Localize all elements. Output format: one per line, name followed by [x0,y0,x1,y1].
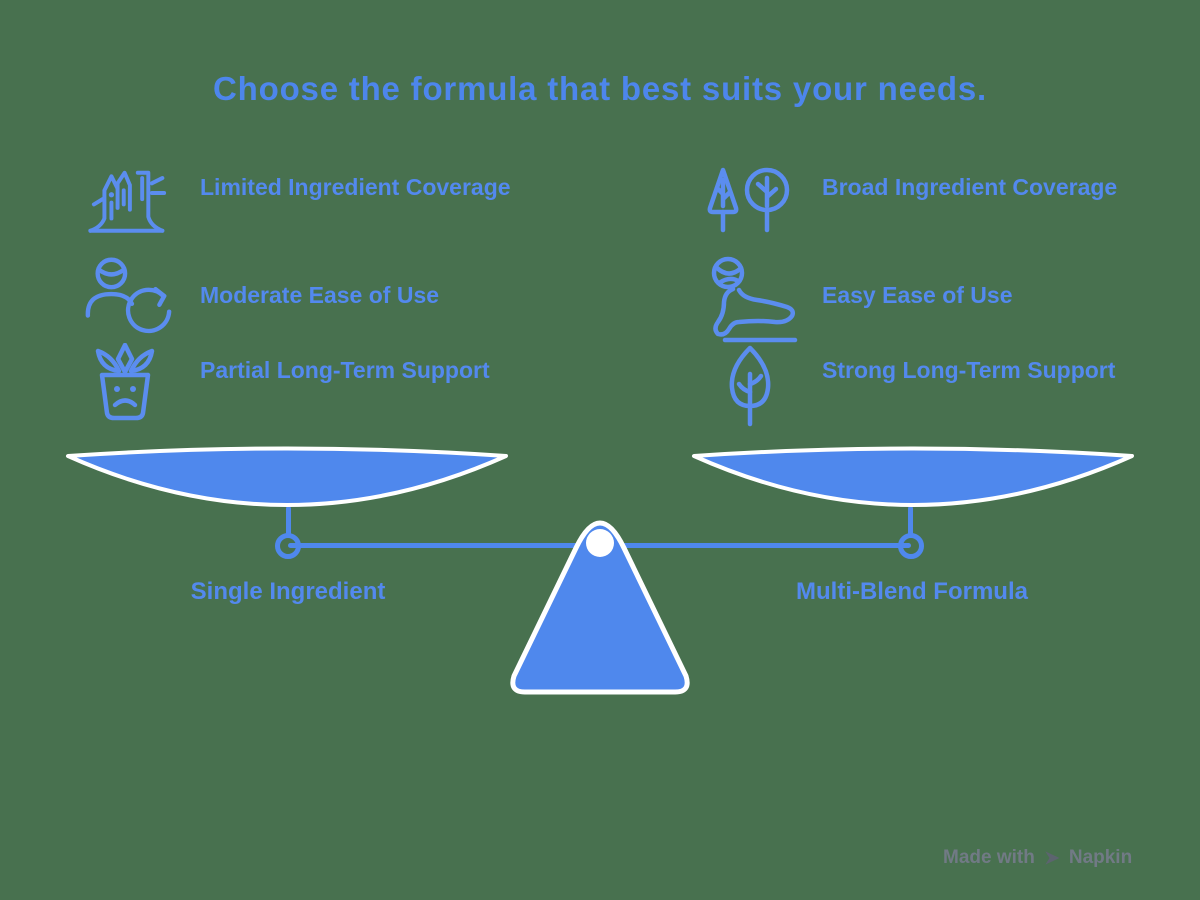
feature-text-easy-ease-of-use: Easy Ease of Use [822,282,1013,308]
feature-text-strong-long-term-support: Strong Long-Term Support [822,357,1116,383]
right-scale-pan [692,446,1134,507]
napkin-logo-icon [1045,851,1060,865]
page-title: Choose the formula that best suits your … [213,70,987,107]
feature-text-broad-ingredient-coverage: Broad Ingredient Coverage [822,174,1118,200]
left-pan-stem [286,506,291,536]
left-pan-label: Single Ingredient [190,578,386,605]
scale-fulcrum [510,520,690,695]
person-refresh-icon [82,254,176,336]
watermark: Made with Napkin [943,847,1132,869]
feature-text-limited-ingredient-coverage: Limited Ingredient Coverage [200,174,511,200]
left-scale-pan [66,446,508,507]
right-pan-stem [908,506,913,536]
pine-and-round-trees-icon [703,166,795,236]
tree-stump-icon [82,164,176,236]
watermark-brand: Napkin [1068,847,1133,868]
left-pivot-ring [275,533,301,559]
right-pivot-ring [898,533,924,559]
watermark-prefix: Made with [943,847,1035,868]
seal-balancing-ball-icon [695,256,805,344]
leaf-icon [718,344,782,428]
feature-text-moderate-ease-of-use: Moderate Ease of Use [200,282,440,308]
right-pan-label: Multi-Blend Formula [796,578,1028,605]
sad-plant-icon [86,343,164,423]
feature-text-partial-long-term-support: Partial Long-Term Support [200,357,490,383]
